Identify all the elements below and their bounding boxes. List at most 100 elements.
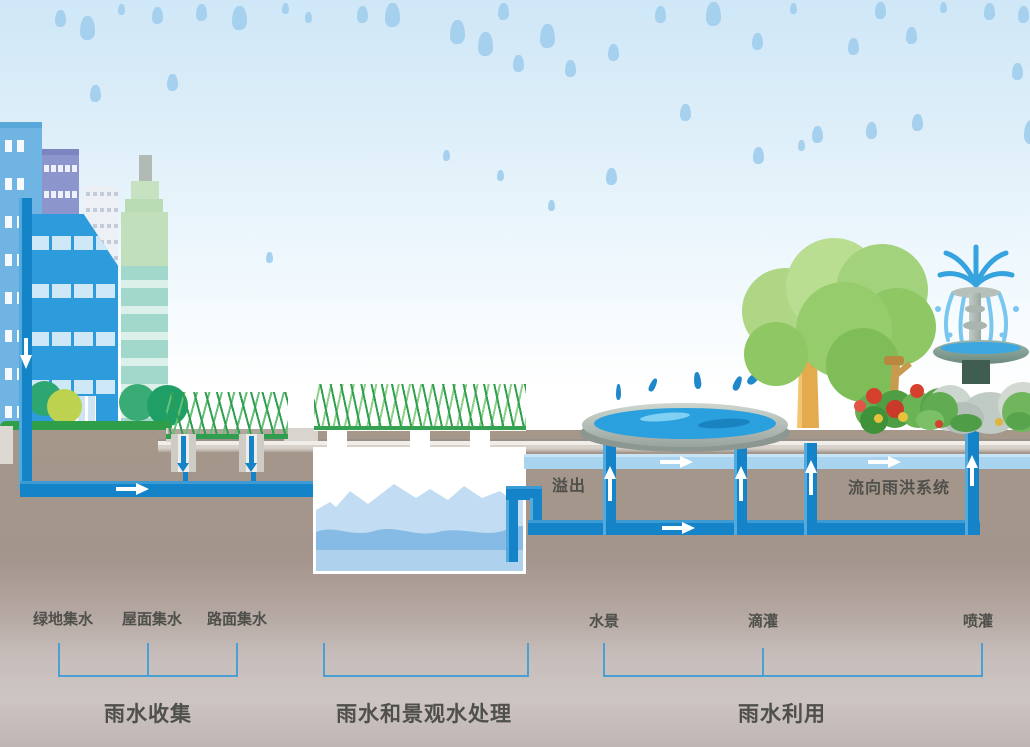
rain-drop	[606, 168, 617, 185]
right-flow-arrow	[116, 483, 149, 495]
tank-top-grass	[314, 384, 526, 430]
rain-drop	[608, 44, 619, 61]
bracket-tick	[323, 643, 325, 677]
rain-drop	[866, 122, 877, 139]
legend-title-treatment: 雨水和景观水处理	[336, 702, 512, 726]
bracket-bar	[58, 675, 238, 677]
fountain-bowl-water	[941, 342, 1021, 354]
rain-drop	[680, 104, 691, 121]
basin-drain-pipe	[181, 436, 186, 464]
fountain-stem-ring	[963, 321, 987, 330]
legend-item-spray-irrigation: 喷灌	[962, 612, 994, 630]
bracket-tick	[236, 643, 238, 677]
bracket-tick	[147, 643, 149, 677]
tree-foliage	[826, 328, 900, 402]
rain-drop	[478, 32, 493, 56]
rain-layer	[55, 2, 1030, 263]
down-flow-arrow	[20, 338, 32, 369]
fountain-flower	[995, 418, 1003, 426]
rain-drop	[1024, 120, 1030, 144]
bracket-bar	[323, 675, 529, 677]
rain-drop	[875, 2, 886, 19]
bracket-tick	[762, 648, 764, 677]
legend-item-roof-collection: 屋面集水	[121, 610, 183, 628]
rain-drop	[450, 20, 465, 44]
down-flow-arrowhead	[177, 463, 189, 472]
fountain-bush	[950, 414, 982, 432]
drip-stake-head	[884, 356, 904, 365]
flower-red	[910, 384, 924, 398]
rain-drop	[167, 74, 178, 91]
rain-drop	[266, 252, 273, 263]
rain-drop	[498, 3, 509, 20]
rain-drop	[357, 6, 368, 23]
down-flow-arrowhead	[245, 463, 257, 472]
rain-drop	[753, 147, 764, 164]
distribution-pipe	[528, 520, 980, 535]
legend-item-drip-irrigation: 滴灌	[747, 612, 779, 630]
tank-neck	[410, 424, 430, 452]
bracket-tick	[527, 643, 529, 677]
bracket-tick	[981, 643, 983, 677]
fountain-upper-dish	[952, 287, 1000, 298]
building-teal-antenna	[139, 155, 152, 182]
rain-drop	[497, 170, 504, 181]
collector-pipe	[20, 481, 318, 497]
rain-drop	[282, 3, 289, 14]
rain-drop	[1012, 63, 1023, 80]
tank-neck	[327, 424, 347, 452]
tank-outlet-drop	[530, 498, 542, 524]
overflow-channel	[524, 454, 1030, 469]
fountain-bush	[1006, 412, 1030, 430]
tank-neck	[470, 424, 490, 452]
flower-red	[854, 400, 866, 412]
overflow-label: 溢出	[551, 476, 587, 495]
sidewalk	[284, 428, 318, 441]
tank-outlet-riser	[506, 486, 518, 562]
right-flow-arrow	[868, 456, 901, 468]
legend-item-water-feature: 水景	[588, 612, 620, 630]
rain-drop	[513, 55, 524, 72]
rain-drop	[798, 140, 805, 151]
rain-drop	[706, 2, 721, 26]
rain-drop	[118, 4, 125, 15]
rain-drop	[848, 38, 859, 55]
tree-foliage	[744, 322, 808, 386]
rain-drop	[565, 60, 576, 77]
pond-splash	[616, 384, 621, 400]
up-flow-arrow	[735, 466, 747, 501]
rain-drop	[305, 12, 312, 23]
to-storm-system-label: 流向雨洪系统	[847, 478, 951, 497]
rain-drop	[548, 200, 555, 211]
rain-drop	[385, 3, 400, 27]
bioswale-grass	[166, 392, 288, 439]
fountain-stem	[969, 293, 981, 345]
legend-item-green-collection: 绿地集水	[32, 610, 94, 628]
rain-drop	[940, 2, 947, 13]
rain-drop	[812, 126, 823, 143]
rain-drop	[90, 85, 101, 102]
tank-water	[316, 484, 523, 571]
rain-drop	[752, 33, 763, 50]
catch-basin	[0, 426, 13, 464]
basin-drain-pipe	[249, 436, 254, 464]
flower-red	[866, 388, 882, 404]
right-flow-arrow	[662, 522, 695, 534]
rain-drop	[196, 4, 207, 21]
bracket-tick	[58, 643, 60, 677]
up-flow-arrow	[604, 466, 616, 501]
basin-connector	[251, 472, 256, 484]
flower-yellow	[898, 412, 908, 422]
building-teal-cap1	[131, 181, 159, 200]
legend-item-road-collection: 路面集水	[206, 610, 268, 628]
rain-drop	[232, 6, 247, 30]
rain-drop	[790, 3, 797, 14]
legend-title-collection: 雨水收集	[104, 702, 192, 726]
up-flow-arrow	[966, 455, 978, 486]
fountain-pedestal	[962, 360, 990, 384]
fountain-flower	[935, 420, 943, 428]
rain-drop	[80, 16, 95, 40]
rain-drop	[912, 114, 923, 131]
street-tree	[47, 389, 82, 424]
